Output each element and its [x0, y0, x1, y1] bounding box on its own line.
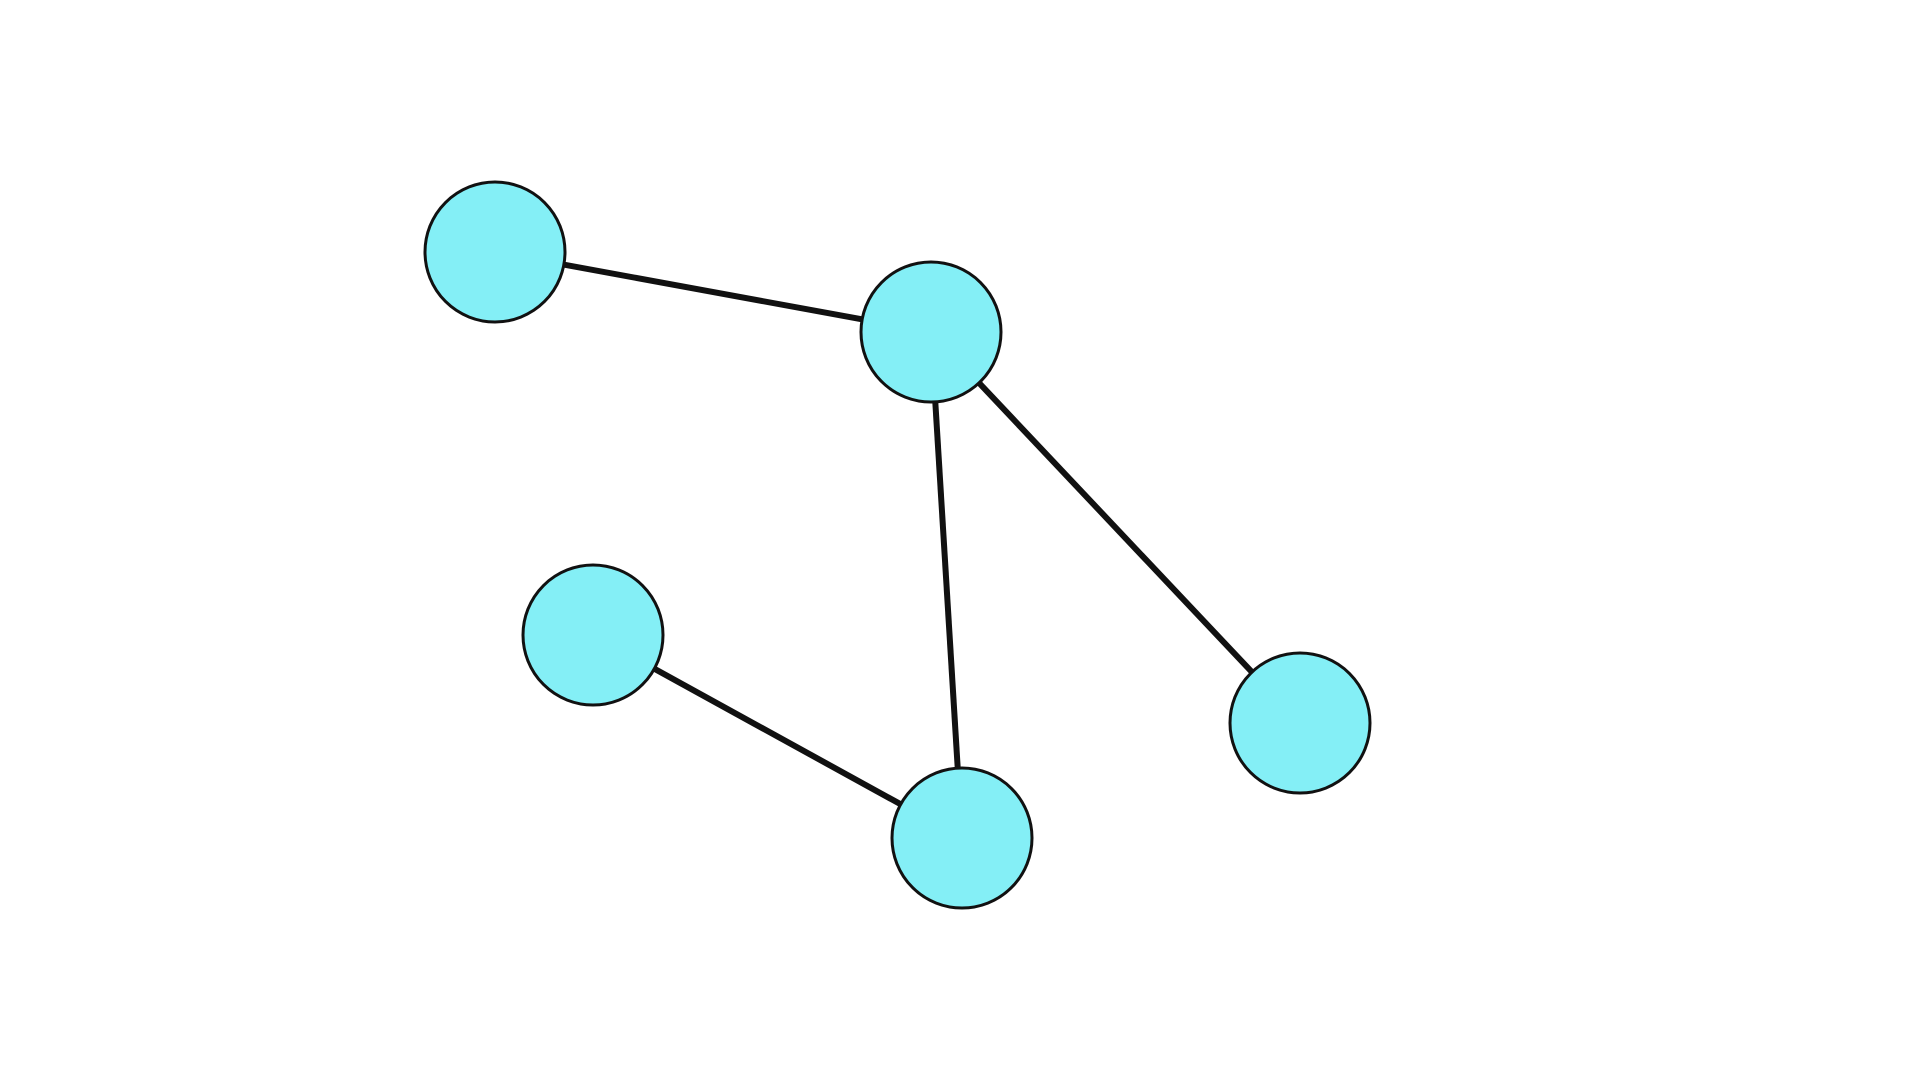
- graph-node-n2: [859, 260, 1003, 404]
- nodes-layer: [423, 180, 1372, 910]
- graph-node-n1: [423, 180, 567, 324]
- edge-n1-n2: [494, 249, 932, 335]
- graph-node-n4: [890, 766, 1034, 910]
- graph-node-n5: [1228, 651, 1372, 795]
- graph-node-n3: [521, 563, 665, 707]
- edge-n2-n5: [928, 329, 1303, 726]
- edge-n2-n4: [928, 331, 965, 839]
